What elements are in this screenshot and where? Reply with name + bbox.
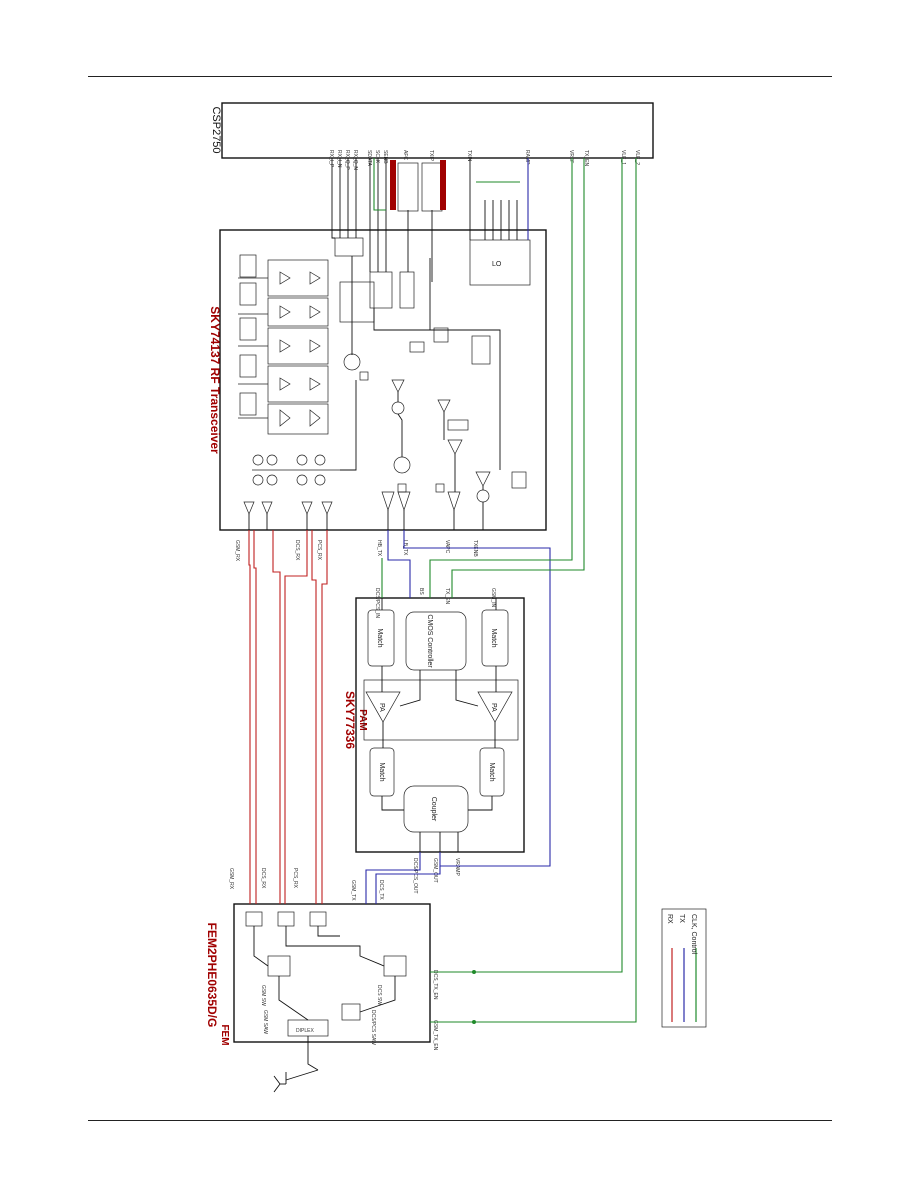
pin-vapc: VAPC (444, 540, 450, 554)
pam-pin-gsm-in: GSM_IN (490, 588, 496, 608)
transceiver-label: SKY74137 RF Transceiver (208, 306, 222, 454)
fem-pin-dcs-tx-en: DCS_TX_EN (432, 970, 438, 1000)
pin-gsm-rx: GSM_RX (234, 540, 240, 562)
pam-match-4: Match (488, 762, 495, 781)
legend-tx: TX (678, 914, 685, 923)
csp-to-transceiver-lines (331, 158, 529, 282)
pin-hb-tx: HB_TX (376, 540, 382, 557)
pam-coupler: Coupler (430, 797, 437, 822)
pam-match-2: Match (490, 628, 497, 647)
fem-pin-gsm-tx-en: GSM_TX_EN (432, 1020, 438, 1051)
transceiver-wiring (248, 256, 501, 530)
bb-filter-chain (238, 259, 329, 435)
fem-part-label: FEM2PHE0635D/G (205, 923, 219, 1028)
fem-pin-labels: GSM_RX DCS_RX PCS_RX GSM_TX DCS_TX DCS_T… (228, 868, 438, 1051)
pam-match-3: Match (378, 762, 385, 781)
pin-vle-1: VLE_1 (620, 150, 626, 165)
pam-part-label: SKY77336 (343, 691, 357, 749)
fem-dcspcs-saw: DCS/PCS SAW (370, 1010, 376, 1045)
pin-sclk: SCLK (374, 150, 380, 164)
pam-pin-dcspcs-out: DCS/PCS_OUT (412, 858, 418, 894)
pin-sdata: SDATA (366, 150, 372, 167)
pin-vref: VREF (568, 150, 574, 163)
pin-ramp: RAMP (524, 150, 530, 165)
pam-pin-vramp: VRAMP (454, 858, 460, 876)
pam-block: SKY77336 PAM Match CMOS Controller Match… (343, 588, 525, 894)
pam-pin-labels: DCS/PCS_IN BS TX_EN GSM_IN DCS/PCS_OUT G… (374, 588, 496, 894)
rx-lines (248, 530, 328, 904)
fem-pin-dcs-rx: DCS_RX (260, 868, 266, 889)
lo-label: LO (492, 261, 502, 268)
pin-pcs-rx: PCS_RX (316, 540, 322, 561)
pin-senb: SENB (382, 150, 388, 164)
legend-rx: RX (666, 914, 673, 924)
pam-pin-dcspcs-in: DCS/PCS_IN (374, 588, 380, 618)
pin-rx-q-n: RX_Q_N (352, 150, 358, 170)
pin-vle-2: VLE_2 (634, 150, 640, 165)
pam-pin-tx-en: TX_EN (444, 588, 450, 605)
pam-pin-bs: BS (418, 588, 424, 595)
rx-mixers (252, 454, 340, 486)
fem-diplexer: DIPLEX (296, 1028, 314, 1034)
fem-wiring (253, 926, 396, 1084)
lnas (243, 501, 333, 515)
footer-rule (88, 1120, 832, 1121)
pin-rx-i-n: RX_I_N (336, 150, 342, 168)
csp-pin-labels: RX_I_P RX_I_N RX_Q_P RX_Q_N SDATA SCLK S… (328, 150, 640, 170)
pin-txip: TXIP (428, 150, 434, 162)
csp-block: CSP2750 RX_I_P RX_I_N RX_Q_P RX_Q_N SDAT… (210, 102, 654, 212)
control-lines (381, 158, 637, 1024)
fem-gsm-saw: GSM SAW (262, 1010, 268, 1034)
csp-label: CSP2750 (210, 106, 222, 153)
fem-block: FEM2PHE0635D/G FEM GSM SW DCS SW GSM SAW… (205, 868, 438, 1093)
pam-wiring (381, 598, 497, 852)
pin-txenb: TXENB (472, 540, 478, 557)
fem-type-label: FEM (219, 1024, 230, 1045)
pin-txin: TXIN (466, 150, 472, 162)
antenna-icon (273, 1075, 286, 1093)
pam-pin-gsm-out: GSM_OUT (432, 858, 438, 883)
transceiver-bottom-pins: GSM_RX DCS_RX PCS_RX HB_TX LB_TX VAPC TX… (234, 540, 478, 562)
legend-clk-control: CLK, Control (690, 914, 697, 955)
fem-dcs-sw: DCS SW (376, 985, 382, 1005)
fem-gsm-sw: GSM SW (260, 985, 266, 1006)
pam-match-1: Match (376, 628, 383, 647)
pin-dcs-rx: DCS_RX (294, 540, 300, 561)
tx-lines (365, 530, 551, 904)
fem-pin-gsm-tx: GSM_TX (350, 880, 356, 901)
pin-tx-en: TX_EN (583, 150, 589, 167)
pin-afc: AFC (402, 150, 408, 160)
fem-pin-dcs-tx: DCS_TX (378, 880, 384, 900)
pam-pa-1: PA (378, 703, 385, 712)
transceiver-block: SKY74137 RF Transceiver (208, 229, 547, 562)
fem-pin-gsm-rx: GSM_RX (228, 868, 234, 890)
pam-pa-2: PA (490, 703, 497, 712)
pin-rx-q-p: RX_Q_P (344, 150, 350, 170)
legend: RX TX CLK, Control (661, 908, 707, 1028)
pam-type-label: PAM (357, 709, 368, 730)
tx-path (381, 379, 527, 512)
header-rule (88, 76, 832, 77)
pin-rx-i-p: RX_I_P (328, 150, 334, 168)
output-buffers (239, 254, 257, 416)
fem-pin-pcs-rx: PCS_RX (292, 868, 298, 889)
pam-cmos-controller: CMOS Controller (426, 614, 433, 668)
